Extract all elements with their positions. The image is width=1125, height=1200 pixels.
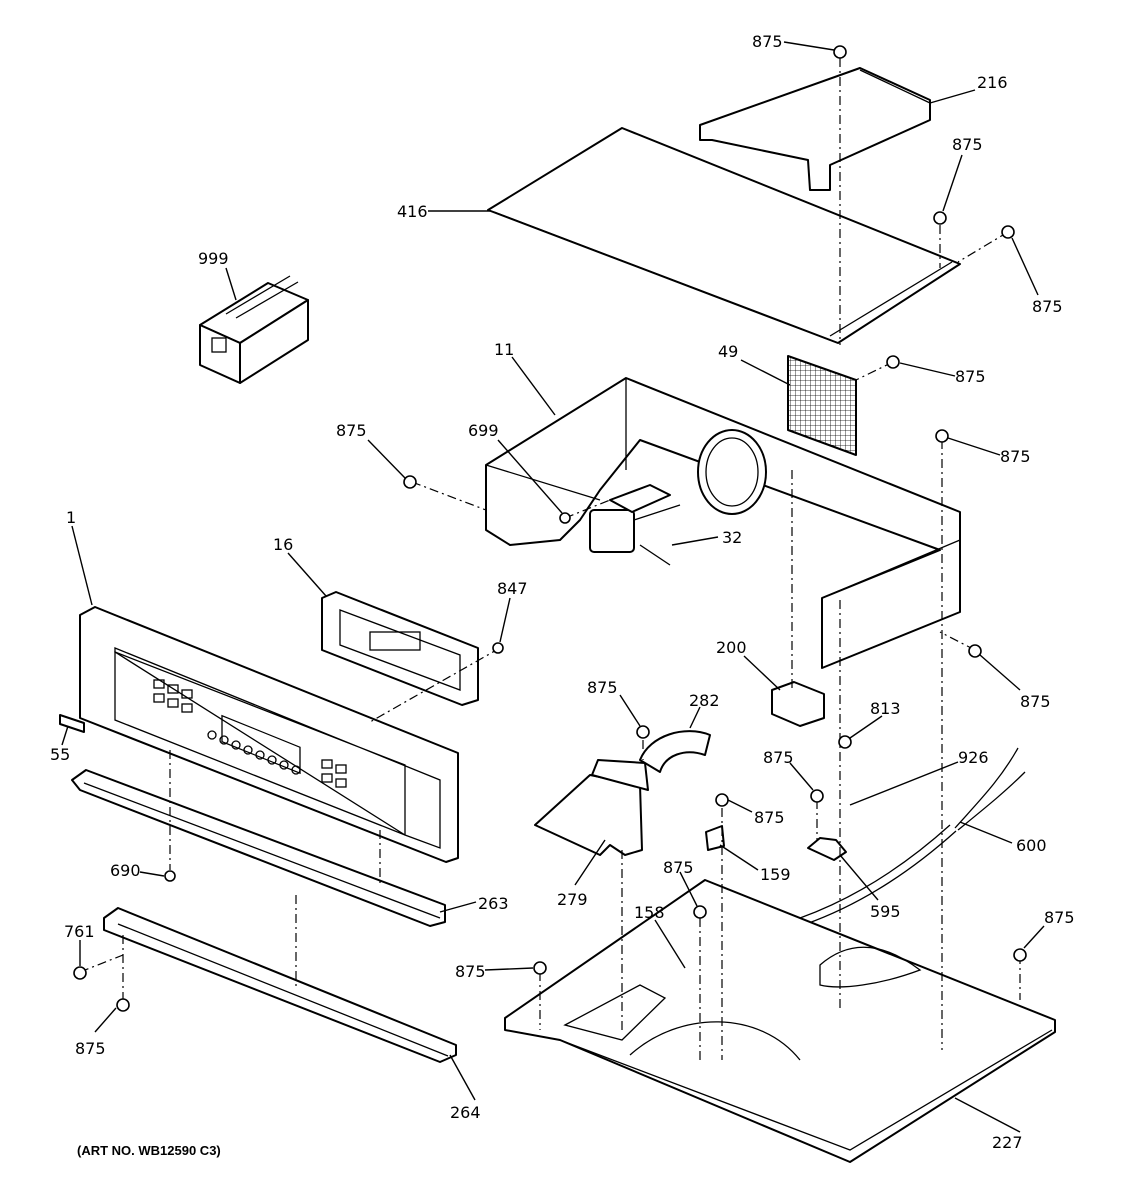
leader-lines [61, 41, 1045, 1133]
part-16-control-board [321, 591, 479, 706]
label-158: 158 [634, 903, 665, 922]
part-200-foam [771, 681, 825, 727]
label-690: 690 [110, 861, 141, 880]
label-159: 159 [760, 865, 791, 884]
part-282-hose [639, 730, 711, 773]
label-264: 264 [450, 1103, 481, 1122]
part-595-clamp [807, 837, 847, 861]
part-279-duct [534, 759, 649, 856]
label-595: 595 [870, 902, 901, 921]
label-55: 55 [50, 745, 70, 764]
label-263: 263 [478, 894, 509, 913]
label-1: 1 [66, 508, 76, 527]
part-55-badge [59, 714, 85, 733]
label-875: 875 [455, 962, 486, 981]
label-875: 875 [952, 135, 983, 154]
label-49: 49 [718, 342, 738, 361]
label-200: 200 [716, 638, 747, 657]
label-875: 875 [1032, 297, 1063, 316]
part-11-housing [485, 377, 961, 669]
part-263-trim [71, 769, 446, 927]
label-999: 999 [198, 249, 229, 268]
label-847: 847 [497, 579, 528, 598]
label-875: 875 [754, 808, 785, 827]
label-216: 216 [977, 73, 1008, 92]
label-875: 875 [1020, 692, 1051, 711]
label-926: 926 [958, 748, 989, 767]
label-699: 699 [468, 421, 499, 440]
label-761: 761 [64, 922, 95, 941]
part-416-top-panel [487, 127, 961, 344]
label-282: 282 [689, 691, 720, 710]
part-600-power-cord [799, 747, 1026, 925]
label-16: 16 [273, 535, 293, 554]
label-875: 875 [336, 421, 367, 440]
label-600: 600 [1016, 836, 1047, 855]
label-875: 875 [663, 858, 694, 877]
label-279: 279 [557, 890, 588, 909]
art-number: (ART NO. WB12590 C3) [77, 1143, 221, 1158]
screw-icon [73, 45, 1027, 1012]
label-227: 227 [992, 1133, 1023, 1152]
label-416: 416 [397, 202, 428, 221]
label-32: 32 [722, 528, 742, 547]
label-875: 875 [752, 32, 783, 51]
label-875: 875 [1044, 908, 1075, 927]
label-875: 875 [763, 748, 794, 767]
part-labels: 875 216 875 416 875 999 11 49 875 875 69… [50, 32, 1075, 1152]
label-11: 11 [494, 340, 514, 359]
keypad-buttons [153, 679, 347, 788]
label-875: 875 [1000, 447, 1031, 466]
label-875: 875 [587, 678, 618, 697]
part-1-control-panel [79, 606, 459, 863]
part-159-bracket [705, 825, 725, 851]
part-32-motor [589, 484, 681, 566]
part-49-screen [787, 355, 857, 456]
label-875: 875 [955, 367, 986, 386]
part-227-base-pan [504, 879, 1056, 1163]
part-999-box [199, 275, 309, 384]
assembly-lines [79, 58, 1021, 1060]
part-264-trim [103, 907, 457, 1063]
label-813: 813 [870, 699, 901, 718]
part-216-vent-cover [699, 67, 931, 191]
label-875: 875 [75, 1039, 106, 1058]
